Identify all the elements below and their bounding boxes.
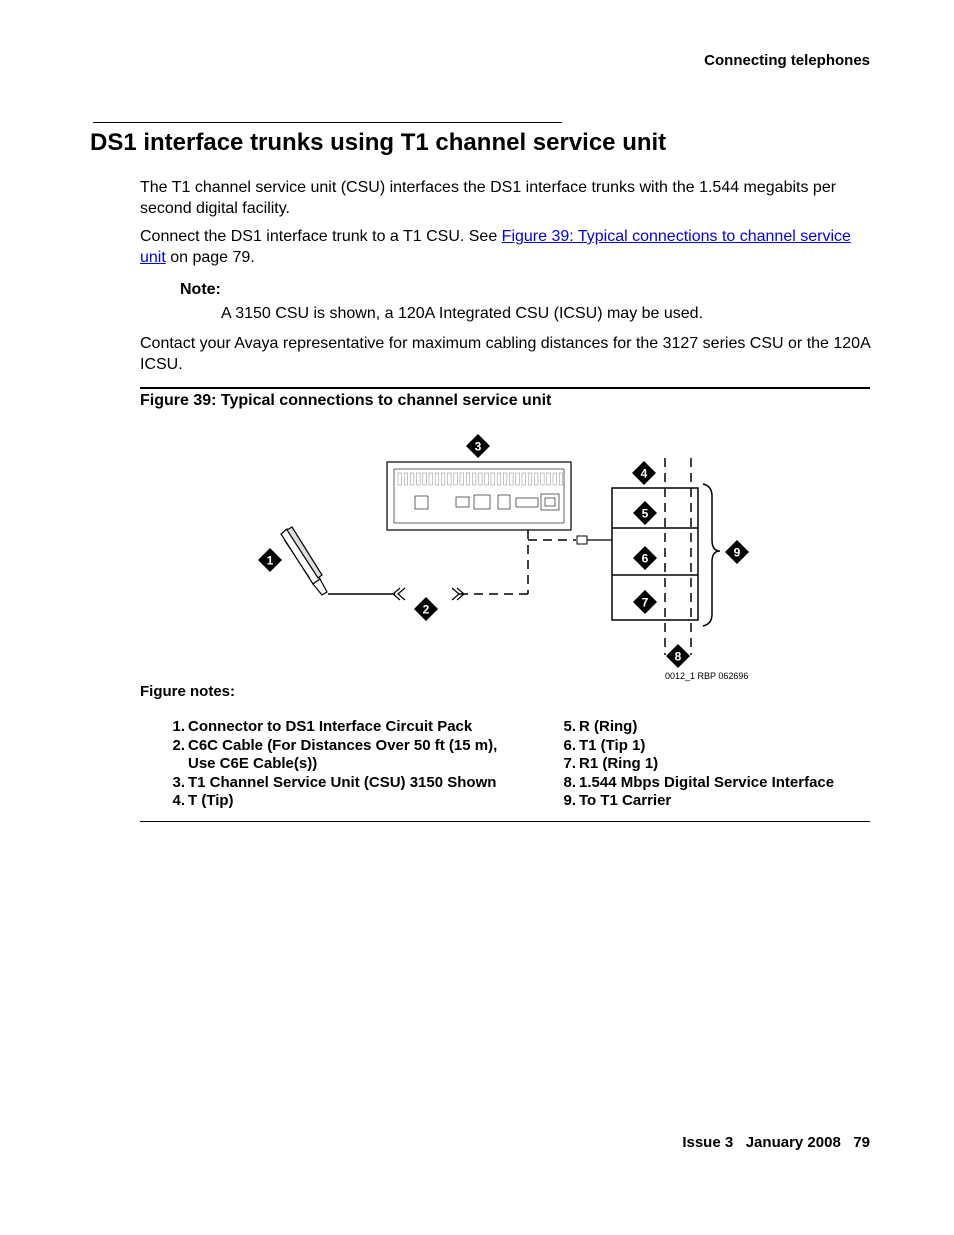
figure-caption: Figure 39: Typical connections to channe… [140, 392, 552, 409]
figure-note-text: T (Tip) [188, 792, 234, 809]
image-code: 0012_1 RBP 062696 [665, 671, 748, 681]
ds1-connector [280, 526, 328, 596]
callout-number: 8 [675, 650, 682, 664]
callout-5: 5 [633, 501, 657, 525]
callout-number: 6 [642, 552, 649, 566]
figure-note-text: To T1 Carrier [579, 792, 672, 809]
running-header: Connecting telephones [704, 52, 870, 69]
figure-note-text: T1 (Tip 1) [579, 736, 646, 754]
figure-note-text: C6C Cable (For Distances Over 50 ft (15 … [188, 736, 498, 754]
figure-notes-label: Figure notes: [140, 683, 236, 700]
figure-notes-left: 1.Connector to DS1 Interface Circuit Pac… [163, 718, 543, 811]
figure-note-number: 9. [563, 792, 576, 809]
connect-text: Connect the DS1 interface trunk to a T1 … [140, 228, 502, 245]
csu-connection-diagram: 1 2 3 4 5 6 7 8 9 0012_1 RBP 062696 [258, 434, 749, 681]
callout-9: 9 [725, 540, 749, 564]
page-number: 79 [853, 1134, 870, 1151]
figure-note-number: 7. [563, 755, 576, 772]
contact-paragraph: Contact your Avaya representative for ma… [140, 335, 870, 373]
figure-note-item: 1.Connector to DS1 Interface Circuit Pac… [163, 718, 543, 737]
callout-number: 1 [267, 554, 274, 568]
figure-note-item: 9.To T1 Carrier [554, 792, 874, 811]
figure-notes-right: 5.R (Ring)6.T1 (Tip 1)7.R1 (Ring 1)8.1.5… [554, 718, 874, 811]
figure-note-text: R (Ring) [579, 718, 638, 735]
note-label: Note: [180, 281, 221, 298]
figure-note-number: 2. [172, 736, 185, 754]
note-text: A 3150 CSU is shown, a 120A Integrated C… [221, 305, 704, 322]
figure-note-item: 6.T1 (Tip 1) [554, 737, 874, 756]
callout-number: 7 [642, 596, 649, 610]
figure-note-number: 1. [172, 718, 185, 735]
figure-note-item: 4.T (Tip) [163, 792, 543, 811]
figure-note-number: 3. [172, 773, 185, 791]
callout-1: 1 [258, 548, 282, 572]
figure-note-item: 5.R (Ring) [554, 718, 874, 737]
figure-note-number: 4. [172, 792, 185, 809]
figure-note-text: T1 Channel Service Unit (CSU) 3150 Shown [188, 773, 497, 791]
figure-note-number: 6. [563, 736, 576, 754]
figure-note-number: 8. [563, 773, 576, 791]
page-footer: Issue 3 January 2008 79 [682, 1134, 870, 1151]
callout-6: 6 [633, 546, 657, 570]
figure-note-item: 8.1.544 Mbps Digital Service Interface [554, 774, 874, 793]
intro-paragraph: The T1 channel service unit (CSU) interf… [140, 179, 837, 217]
callout-number: 3 [475, 440, 482, 454]
connect-paragraph: Connect the DS1 interface trunk to a T1 … [140, 226, 870, 268]
footer-issue: Issue 3 [682, 1134, 734, 1151]
figure-note-number: 5. [563, 718, 576, 735]
figure-39-link[interactable]: Figure 39: Typical connections to channe… [140, 228, 851, 266]
figure-rule [140, 387, 870, 389]
terminal-block [611, 487, 699, 621]
figure-note-text: 1.544 Mbps Digital Service Interface [579, 773, 835, 791]
callout-8: 8 [666, 644, 690, 668]
figure-note-text: R1 (Ring 1) [579, 755, 659, 772]
figure-end-rule [140, 821, 870, 822]
callout-number: 5 [642, 507, 649, 521]
connect-text-end: on page 79. [165, 249, 255, 266]
header-rule [93, 122, 562, 123]
section-title: DS1 interface trunks using T1 channel se… [90, 129, 667, 156]
footer-date: January 2008 [745, 1134, 841, 1151]
callout-2: 2 [414, 597, 438, 621]
callout-3: 3 [466, 434, 490, 458]
figure-note-item: 7.R1 (Ring 1) [554, 755, 874, 774]
figure-note-text: Connector to DS1 Interface Circuit Pack [188, 718, 473, 735]
figure-note-item: 2.C6C Cable (For Distances Over 50 ft (1… [163, 737, 543, 774]
callout-7: 7 [633, 590, 657, 614]
callout-number: 4 [641, 467, 648, 481]
callout-4: 4 [632, 461, 656, 485]
figure-note-text: Use C6E Cable(s)) [188, 755, 318, 772]
callout-number: 2 [423, 603, 430, 617]
csu-unit [386, 461, 572, 531]
callout-number: 9 [734, 546, 741, 560]
figure-note-item: 3.T1 Channel Service Unit (CSU) 3150 Sho… [163, 774, 543, 793]
